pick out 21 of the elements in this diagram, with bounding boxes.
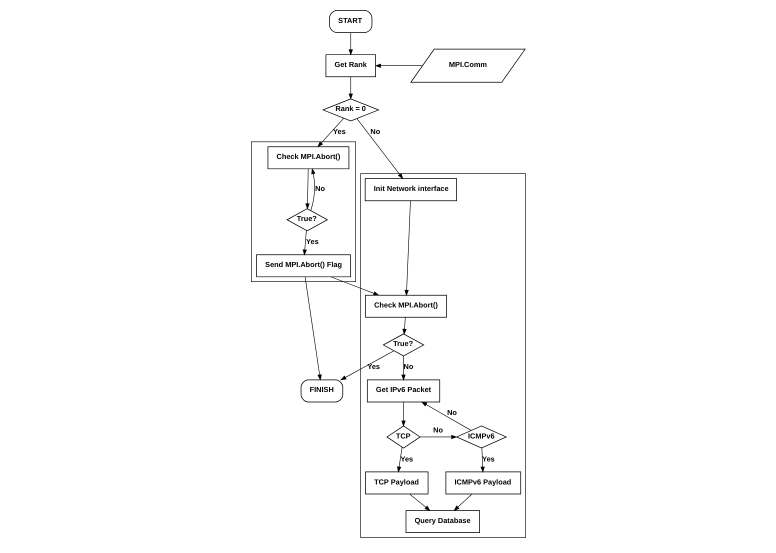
arrow: [340, 350, 394, 380]
arrow: [480, 448, 484, 473]
arrow: [316, 118, 344, 148]
arrow: [400, 356, 406, 381]
arrow: [304, 276, 322, 381]
arrow: [402, 317, 406, 335]
arrow: [310, 168, 315, 211]
arrow: [400, 402, 406, 427]
arrow: [348, 32, 352, 56]
arrow: [304, 168, 310, 210]
arrow: [374, 64, 422, 68]
arrow: [409, 494, 430, 512]
arrow: [356, 118, 403, 180]
arrow: [348, 76, 352, 100]
arrow: [420, 402, 471, 431]
arrow: [419, 434, 457, 440]
arrow: [330, 276, 379, 296]
arrow: [302, 230, 306, 256]
arrow: [396, 446, 402, 473]
arrow: [453, 494, 472, 512]
arrow: [404, 200, 410, 296]
